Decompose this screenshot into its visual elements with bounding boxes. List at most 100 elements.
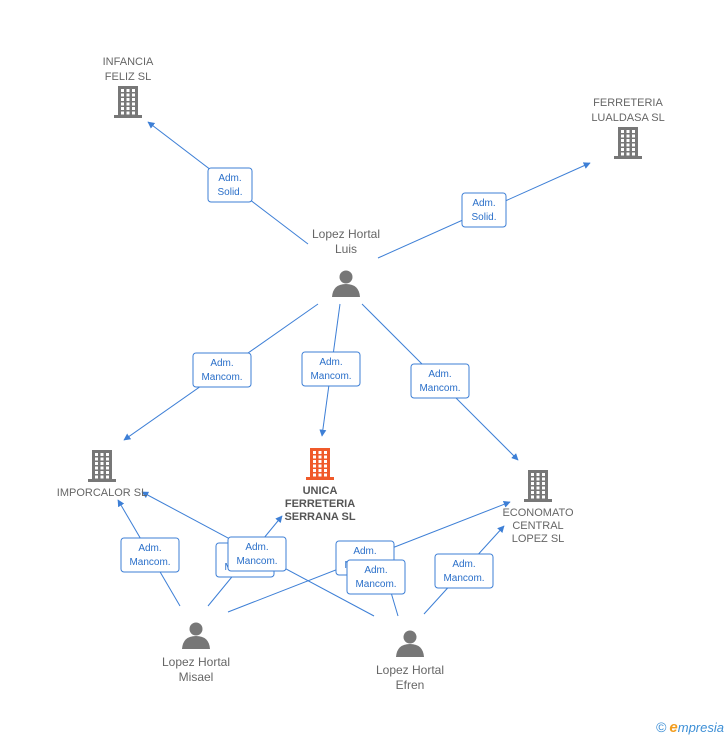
building-window: [318, 469, 322, 472]
building-window: [95, 466, 98, 470]
role-badge-line: Mancom.: [443, 573, 484, 584]
building-base: [614, 156, 642, 159]
role-badge-luis-ferreteria[interactable]: Adm.Solid.: [461, 192, 507, 228]
building-window: [632, 152, 635, 156]
building-window: [324, 469, 327, 472]
roles-layer: Adm.Solid. Adm.Solid. Adm. Mancom. Adm. Manco…: [120, 167, 507, 595]
company-label: LUALDASA SL: [591, 112, 664, 124]
building-window: [536, 473, 540, 476]
company-node-imporcalor[interactable]: IMPORCALOR SL: [57, 450, 147, 499]
company-label: LOPEZ SL: [512, 533, 565, 545]
building-window: [100, 466, 104, 470]
building-window: [324, 464, 327, 468]
role-badge-line: Adm.: [428, 369, 451, 380]
building-icon: [88, 450, 116, 482]
building-base: [114, 115, 142, 118]
building-window: [621, 152, 624, 156]
role-badge-line: Adm.: [364, 565, 387, 576]
building-window: [100, 457, 104, 461]
building-icon: [114, 86, 142, 118]
building-window: [531, 473, 534, 476]
building-window: [106, 457, 109, 461]
building-window: [126, 102, 130, 106]
building-icon: [614, 127, 642, 159]
role-badge-luis-unica[interactable]: Adm. Mancom.: [301, 351, 361, 387]
person-head: [189, 622, 203, 636]
building-window: [632, 134, 635, 138]
building-window: [531, 482, 534, 485]
person-head: [339, 270, 353, 284]
company-label: FELIZ SL: [105, 71, 151, 83]
building-window: [626, 148, 630, 151]
building-window: [121, 93, 124, 97]
building-window: [313, 473, 316, 477]
building-window: [542, 477, 545, 481]
building-window: [542, 482, 545, 485]
building-window: [621, 134, 624, 138]
brand-logo-rest: mpresia: [677, 720, 724, 735]
person-body: [182, 636, 210, 649]
building-window: [542, 473, 545, 476]
building-window: [132, 111, 135, 115]
building-base: [524, 499, 552, 502]
building-window: [95, 453, 98, 456]
brand-logo-e: e: [669, 719, 678, 736]
role-badge-efren-unica[interactable]: Adm. Mancom.: [346, 559, 406, 595]
role-badge-box: [434, 553, 494, 589]
copyright-symbol: ©: [656, 719, 667, 735]
role-badge-box: [120, 537, 180, 573]
building-window: [100, 475, 104, 479]
building-window: [100, 471, 104, 474]
building-window: [126, 89, 130, 92]
building-window: [95, 471, 98, 474]
building-base: [306, 477, 334, 480]
person-label: Efren: [396, 678, 425, 692]
company-label: CENTRAL: [512, 520, 563, 532]
role-badge-box: [410, 363, 470, 399]
building-window: [621, 148, 624, 151]
person-label: Lopez Hortal: [376, 663, 444, 677]
role-badge-line: Mancom.: [355, 579, 396, 590]
building-window: [626, 130, 630, 133]
role-badge-box: [207, 167, 253, 203]
building-window: [95, 462, 98, 465]
building-window: [106, 453, 109, 456]
role-badge-line: Mancom.: [129, 557, 170, 568]
building-window: [536, 482, 540, 485]
building-window: [536, 491, 540, 494]
company-label: ECONOMATO: [502, 507, 574, 519]
building-window: [126, 111, 130, 115]
building-window: [626, 134, 630, 138]
role-badge-luis-infancia[interactable]: Adm.Solid.: [207, 167, 253, 203]
building-window: [531, 491, 534, 494]
role-badge-line: Adm.: [452, 559, 475, 570]
building-window: [313, 464, 316, 468]
person-label: Lopez Hortal: [312, 227, 380, 241]
role-badge-misael-imporcalor[interactable]: Adm.Mancom.: [120, 537, 180, 573]
role-badge-efren-imporcalor[interactable]: Adm.Mancom.: [227, 536, 287, 572]
person-head: [403, 630, 417, 644]
building-window: [132, 89, 135, 92]
role-badge-efren-economato[interactable]: Adm. Mancom.: [434, 553, 494, 589]
role-badge-box: [346, 559, 406, 595]
building-window: [318, 464, 322, 468]
building-window: [95, 475, 98, 479]
role-badge-line: Mancom.: [310, 371, 351, 382]
role-badge-luis-imporcalor[interactable]: Adm.Mancom.: [192, 352, 252, 388]
role-badge-luis-economato[interactable]: Adm.Mancom.: [410, 363, 470, 399]
footer-brand[interactable]: ©empresia: [656, 719, 724, 736]
person-body: [332, 284, 360, 297]
person-body: [396, 644, 424, 657]
role-badge-line: Adm.: [319, 357, 342, 368]
building-base: [88, 479, 116, 482]
building-window: [632, 130, 635, 133]
building-window: [100, 462, 104, 465]
